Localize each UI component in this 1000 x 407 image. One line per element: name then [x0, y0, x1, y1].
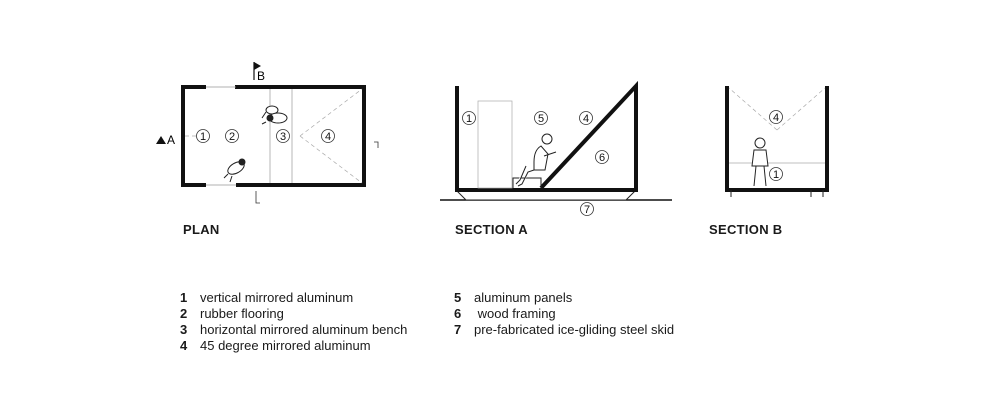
legend-text: rubber flooring [200, 306, 284, 321]
plan-title: PLAN [183, 222, 220, 237]
plan-callout-1: 1 [196, 129, 210, 143]
section-b-drawing [725, 86, 829, 197]
svg-text:1: 1 [466, 113, 472, 125]
section-b-legs [730, 190, 824, 197]
section-a-callout-4: 4 [579, 111, 593, 125]
plan-tick-marks [255, 141, 379, 204]
legend-number: 4 [180, 338, 188, 353]
section-a-callout-1: 1 [462, 111, 476, 125]
section-mark-a: A [156, 133, 175, 147]
section-a-callout-7: 7 [580, 202, 594, 216]
plan-callout-2: 2 [225, 129, 239, 143]
legend-number: 5 [454, 290, 462, 305]
legend-text: vertical mirrored aluminum [200, 290, 354, 305]
section-b-callout-4: 4 [769, 110, 783, 124]
svg-text:5: 5 [538, 113, 544, 125]
plan-inner-lines [206, 86, 293, 186]
legend-number: 6 [454, 306, 462, 321]
section-a-title: SECTION A [455, 222, 529, 237]
plan-callout-4: 4 [321, 129, 335, 143]
legend-number: 2 [180, 306, 188, 321]
svg-text:1: 1 [773, 169, 779, 181]
section-b-callouts: 4 1 [769, 110, 783, 181]
section-mark-b-label: B [257, 69, 265, 83]
plan-walls [181, 85, 366, 187]
plan-callout-3: 3 [276, 129, 290, 143]
section-a-mirror-panel [477, 100, 513, 189]
legend-item-3: 3 horizontal mirrored aluminum bench [180, 322, 407, 338]
svg-text:6: 6 [599, 152, 605, 164]
legend-number: 3 [180, 322, 188, 337]
legend-text: 45 degree mirrored aluminum [200, 338, 371, 353]
section-b-callout-1: 1 [769, 167, 783, 181]
legend-item-2: 2 rubber flooring [180, 306, 407, 322]
svg-text:4: 4 [325, 131, 331, 143]
plan-person-seated-icon [261, 105, 288, 125]
legend-right: 5 aluminum panels 6 wood framing 7 pre-fab… [454, 290, 674, 338]
legend-item-6: 6 wood framing [454, 306, 674, 322]
plan-mirror-diagonals [185, 88, 363, 184]
section-a-bench [512, 177, 542, 188]
legend-item-1: 1 vertical mirrored aluminum [180, 290, 407, 306]
section-b-mirror-diagonals [728, 87, 826, 131]
svg-text:3: 3 [280, 131, 286, 143]
plan-callouts: 1 2 3 4 [196, 129, 335, 143]
legend-number: 7 [454, 322, 462, 337]
svg-text:1: 1 [200, 131, 206, 143]
section-b-title: SECTION B [709, 222, 783, 237]
section-a-walls [455, 80, 638, 192]
section-b-walls [725, 86, 829, 192]
section-mark-a-label: A [167, 133, 175, 147]
legend-number: 1 [180, 290, 188, 305]
svg-text:7: 7 [584, 204, 590, 216]
svg-text:4: 4 [583, 113, 589, 125]
section-a-callouts: 1 5 4 6 7 [462, 111, 609, 216]
section-b-person-icon [751, 137, 769, 187]
legend-item-5: 5 aluminum panels [454, 290, 674, 306]
svg-text:4: 4 [773, 112, 779, 124]
legend-left: 1 vertical mirrored aluminum 2 rubber floo… [180, 290, 407, 354]
svg-text:2: 2 [229, 131, 235, 143]
section-a-callout-5: 5 [534, 111, 548, 125]
section-a-callout-6: 6 [595, 150, 609, 164]
legend-text: horizontal mirrored aluminum bench [200, 322, 408, 337]
legend-text: wood framing [474, 306, 556, 321]
legend-text: aluminum panels [474, 290, 573, 305]
legend-text: pre-fabricated ice-gliding steel skid [474, 322, 675, 337]
section-a-drawing [440, 80, 672, 201]
section-mark-b: B [253, 62, 265, 83]
legend-item-4: 4 45 degree mirrored aluminum [180, 338, 407, 354]
legend-item-7: 7 pre-fabricated ice-gliding steel skid [454, 322, 674, 338]
section-a-person-icon [515, 133, 557, 187]
plan-person-walking-icon [223, 158, 246, 183]
plan-drawing [181, 85, 379, 204]
